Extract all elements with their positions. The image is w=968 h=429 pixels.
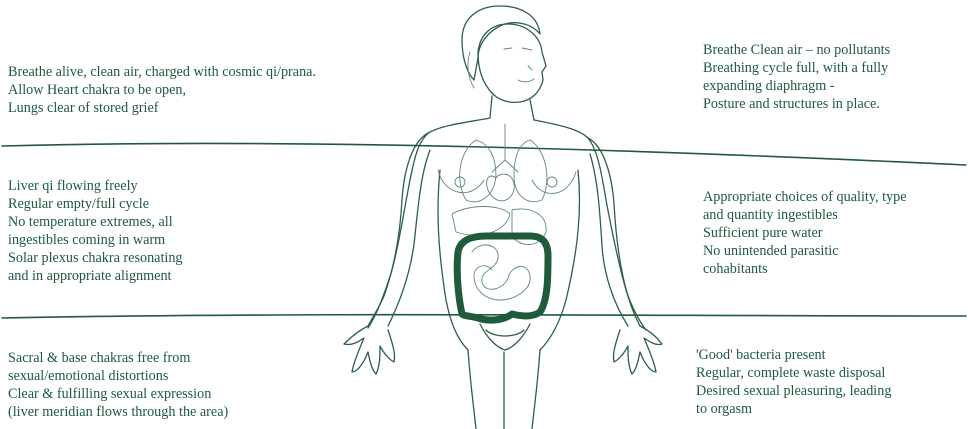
top-left-line-2: Allow Heart chakra to be open, [8, 81, 316, 99]
middle-right-line-3: Sufficient pure water [703, 224, 907, 242]
middle-left-line-3: No temperature extremes, all [8, 213, 183, 231]
middle-left-line-2: Regular empty/full cycle [8, 195, 183, 213]
bottom-left-line-3: Clear & fulfilling sexual expression [8, 385, 228, 403]
liver [452, 207, 510, 236]
bottom-left-line-1: Sacral & base chakras free from [8, 349, 228, 367]
bottom-right-line-3: Desired sexual pleasuring, leading [696, 382, 891, 400]
middle-left-line-4: ingestibles coming in warm [8, 231, 183, 249]
breast-outline [438, 170, 576, 193]
hair [462, 6, 540, 80]
middle-left-line-6: and in appropriate alignment [8, 267, 183, 285]
middle-right-line-4: No unintended parasitic [703, 242, 907, 260]
top-right-line-4: Posture and structures in place. [703, 95, 890, 113]
text-block-middle-left: Liver qi flowing freely Regular empty/fu… [8, 177, 183, 285]
middle-left-line-5: Solar plexus chakra resonating [8, 249, 183, 267]
middle-left-line-1: Liver qi flowing freely [8, 177, 183, 195]
left-hand [344, 326, 395, 374]
divider-line-upper [2, 143, 966, 165]
top-right-line-1: Breathe Clean air – no pollutants [703, 41, 890, 59]
middle-right-line-5: cohabitants [703, 260, 907, 278]
left-arm [368, 132, 430, 326]
text-block-bottom-left: Sacral & base chakras free from sexual/e… [8, 349, 228, 421]
text-block-top-right: Breathe Clean air – no pollutants Breath… [703, 41, 890, 113]
legs [468, 350, 540, 429]
head [478, 24, 546, 102]
right-arm [588, 138, 640, 326]
top-right-line-3: expanding diaphragm - [703, 77, 890, 95]
large-intestine [457, 236, 548, 320]
top-right-line-2: Breathing cycle full, with a fully [703, 59, 890, 77]
bottom-right-line-2: Regular, complete waste disposal [696, 364, 891, 382]
right-hand [613, 326, 662, 374]
small-intestine [472, 245, 530, 300]
bottom-left-line-4: (liver meridian flows through the area) [8, 403, 228, 421]
bottom-right-line-4: to orgasm [696, 400, 891, 418]
top-left-line-1: Breathe alive, clean air, charged with c… [8, 63, 316, 81]
heart [487, 174, 515, 201]
text-block-bottom-right: 'Good' bacteria present Regular, complet… [696, 346, 891, 418]
middle-right-line-1: Appropriate choices of quality, type [703, 188, 907, 206]
bottom-right-line-1: 'Good' bacteria present [696, 346, 891, 364]
pelvis [480, 324, 530, 350]
human-figure [344, 6, 662, 429]
text-block-middle-right: Appropriate choices of quality, type and… [703, 188, 907, 278]
top-left-line-3: Lungs clear of stored grief [8, 99, 316, 117]
text-block-top-left: Breathe alive, clean air, charged with c… [8, 63, 316, 117]
bottom-left-line-2: sexual/emotional distortions [8, 367, 228, 385]
middle-right-line-2: and quantity ingestibles [703, 206, 907, 224]
